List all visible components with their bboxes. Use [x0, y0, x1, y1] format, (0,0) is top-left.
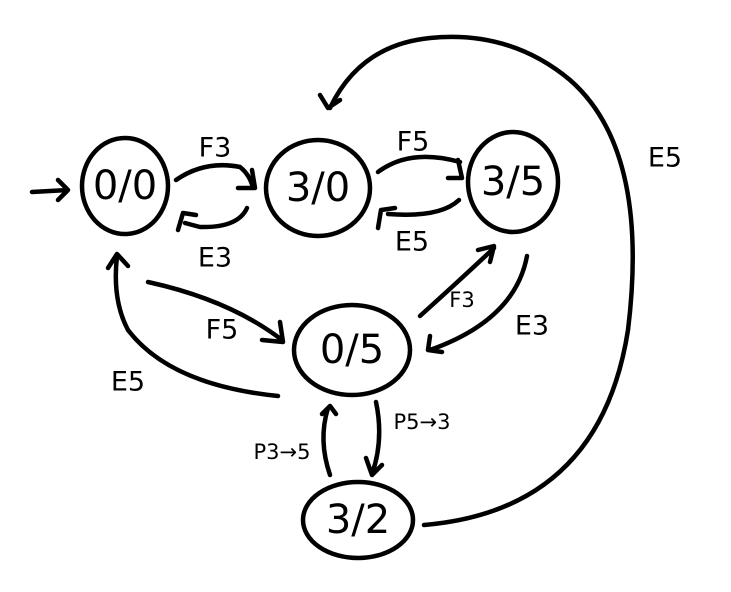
edge-label: F3 [449, 288, 474, 312]
edge-0-5-to-3-2: P5→3 [363, 399, 451, 478]
edge-label: P5→3 [394, 410, 451, 434]
edge-0-0-to-0-5: F5 [145, 279, 286, 346]
edge-0-5-to-3-5: F3 [417, 243, 497, 319]
node-3-2: 3/2 [300, 479, 416, 561]
edge-3-2-to-0-5: P3→5 [254, 403, 339, 478]
edge-3-0-to-0-0: E3 [175, 205, 250, 274]
edge-label: E3 [515, 311, 549, 342]
node-label: 0/5 [320, 327, 384, 373]
edge-label: F3 [199, 133, 232, 164]
edge-label: F5 [397, 127, 430, 158]
edge-0-0-to-3-0: F3 [173, 133, 258, 191]
edge-3-0-to-3-5: F5 [375, 127, 465, 181]
start-arrow [29, 177, 71, 203]
edge-label: E5 [648, 143, 682, 174]
node-label: 0/0 [93, 163, 157, 209]
edge-label: E5 [395, 227, 429, 258]
node-label: 3/5 [481, 159, 545, 205]
node-3-0: 3/0 [263, 137, 373, 239]
node-label: 3/0 [286, 165, 350, 211]
edge-label: F5 [206, 315, 239, 346]
node-label: 3/2 [326, 497, 390, 543]
edge-3-5-to-0-5: E3 [425, 253, 549, 355]
edge-label: E3 [198, 243, 232, 274]
edge-3-5-to-3-0: E5 [375, 197, 462, 258]
edge-3-2-to-3-0: E5 [317, 34, 682, 528]
edge-label: P3→5 [254, 440, 311, 464]
edge-0-5-to-0-0: E5 [105, 251, 281, 399]
node-0-5: 0/5 [291, 302, 413, 398]
node-3-5: 3/5 [465, 129, 561, 235]
edge-label: E5 [111, 367, 145, 398]
node-0-0: 0/0 [79, 135, 171, 237]
